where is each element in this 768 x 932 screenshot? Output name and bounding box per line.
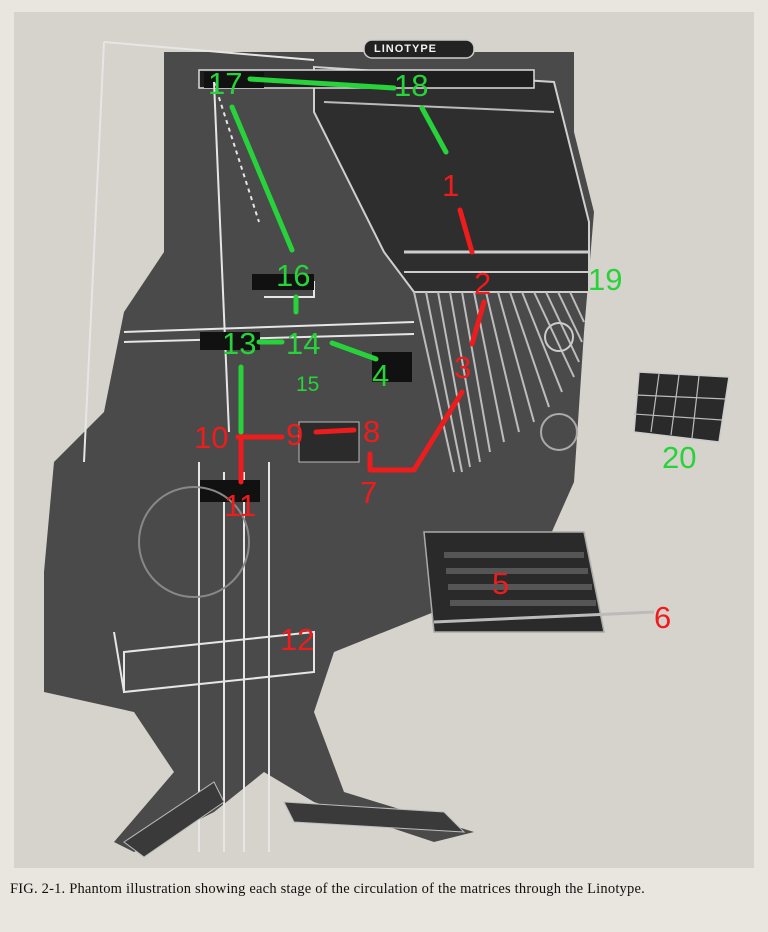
path-9-8 [313, 427, 357, 435]
first-elevator [200, 332, 260, 350]
label-5: 5 [492, 566, 510, 601]
path-1-2 [457, 207, 475, 255]
figure-caption: FIG. 2-1. Phantom illustration showing e… [10, 880, 760, 898]
magazine [313, 65, 590, 293]
label-16: 16 [276, 258, 311, 293]
label-15: 15 [296, 373, 320, 396]
nameplate [363, 39, 475, 59]
channel-lines [413, 291, 585, 473]
label-19: 19 [588, 262, 623, 297]
path-17-18 [247, 76, 397, 91]
path-17-16 [229, 104, 295, 253]
machine-drawing [14, 12, 754, 868]
label-6: 6 [654, 600, 672, 635]
label-14: 14 [286, 326, 321, 361]
label-9: 9 [286, 417, 304, 452]
label-3: 3 [454, 350, 472, 385]
galley-tray [633, 371, 730, 443]
label-4: 4 [372, 358, 390, 393]
mould-block [200, 480, 260, 502]
label-18: 18 [394, 68, 429, 103]
path-2-3 [469, 299, 487, 347]
brand-plate-text: LINOTYPE [374, 43, 438, 55]
label-11: 11 [224, 488, 257, 523]
linotype-illustration: LINOTYPE 1 2 3 4 5 6 7 8 9 10 11 12 13 1… [14, 12, 754, 868]
second-elevator-top [252, 274, 314, 290]
label-10: 10 [194, 420, 229, 455]
label-17: 17 [208, 66, 243, 101]
path-18-1 [419, 105, 449, 155]
caption-prefix: FIG. 2-1. [10, 881, 66, 897]
caption-text: Phantom illustration showing each stage … [69, 881, 645, 897]
path-14-4 [329, 340, 379, 362]
label-12: 12 [280, 622, 315, 657]
label-7: 7 [360, 475, 378, 510]
assembler-box [372, 352, 412, 382]
label-20: 20 [662, 440, 697, 475]
label-1: 1 [442, 168, 460, 203]
path-3-7 [367, 389, 465, 473]
label-8: 8 [363, 414, 381, 449]
label-13: 13 [222, 326, 257, 361]
label-2: 2 [474, 266, 492, 301]
